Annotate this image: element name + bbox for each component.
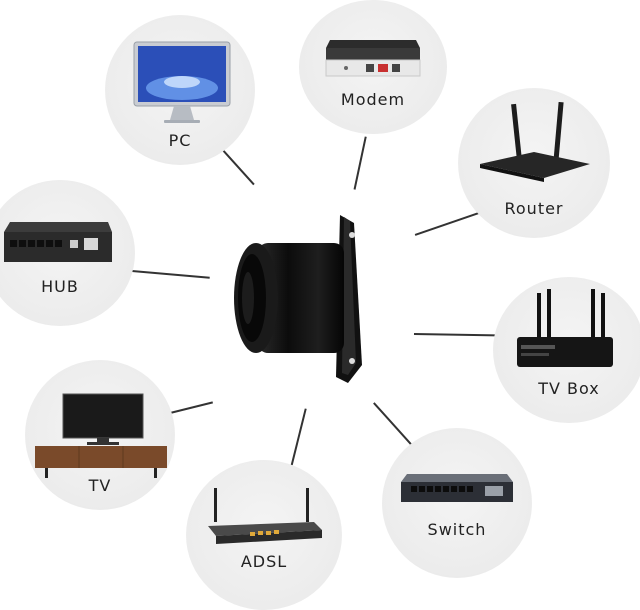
adsl-icon [208, 488, 322, 544]
device-label-hub: HUB [41, 277, 79, 296]
device-label-tvbox: TV Box [538, 379, 600, 398]
device-node-pc: PC [105, 15, 255, 165]
router-icon [480, 102, 590, 182]
switch-icon [401, 474, 513, 502]
modem-icon [325, 40, 421, 77]
line-adsl [291, 408, 307, 466]
line-hub [131, 270, 210, 279]
device-node-adsl: ADSL [186, 460, 342, 610]
device-label-adsl: ADSL [240, 552, 288, 571]
monitor-icon [133, 41, 231, 123]
device-label-router: Router [504, 199, 564, 218]
device-label-pc: PC [168, 131, 192, 150]
device-node-tv: TV [25, 360, 175, 510]
device-node-hub: HUB [0, 180, 135, 326]
line-switch [373, 402, 414, 447]
device-node-router: Router [458, 88, 610, 238]
line-tvbox [413, 333, 497, 336]
device-label-tv: TV [88, 476, 112, 495]
device-node-switch: Switch [382, 428, 532, 578]
device-label-switch: Switch [427, 520, 487, 539]
line-tv [169, 401, 213, 414]
device-node-tvbox: TV Box [493, 277, 640, 423]
tv-box-icon [517, 289, 613, 367]
device-label-modem: Modem [340, 90, 406, 109]
line-modem [354, 136, 367, 190]
hub-icon [4, 222, 112, 262]
tv-icon [35, 393, 167, 478]
device-node-modem: Modem [299, 0, 447, 134]
line-pc [221, 148, 255, 185]
connector-icon [234, 215, 362, 383]
